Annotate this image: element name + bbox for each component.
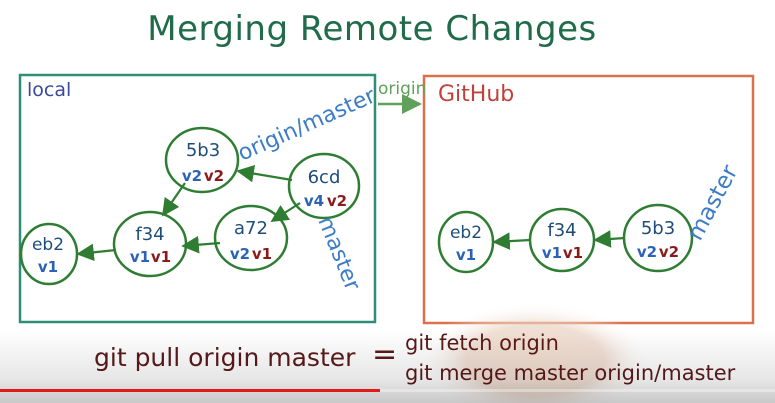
commit-version-a: v4 [304,192,324,210]
local-edge-f34-eb2 [76,243,117,262]
local-edge-a72-f34 [181,235,221,254]
command-merge: git merge master origin/master [405,361,736,385]
commit-version-b: v2 [204,167,224,185]
commit-version-b: v1 [151,248,171,266]
commit-hash: 5b3 [186,140,220,161]
commit-hash: eb2 [32,235,64,255]
commit-version-b: v1 [563,244,583,262]
local-commit-a72: a72 v2 v1 [213,204,289,272]
local-edge-5b3-f34 [162,182,186,217]
video-progress-fill [0,389,380,392]
presenter-hand [420,302,650,403]
command-pull: git pull origin master [94,343,356,372]
commit-version-a: v1 [130,248,150,266]
commit-hash: 6cd [308,167,341,188]
video-progress-bar[interactable] [0,389,775,392]
command-equals: = [372,337,397,372]
commit-version-a: v2 [182,167,202,185]
commit-version-a: v2 [230,245,250,263]
github-commit-f34: f34 v1 v1 [528,207,596,273]
local-commit-6cd: 6cd v4 v2 [287,152,361,220]
local-edge-6cd-5b3 [236,164,293,183]
commit-hash: a72 [234,218,268,239]
command-fetch: git fetch origin [405,331,559,355]
github-edge-f34-eb2 [492,232,531,250]
local-commit-5b3: 5b3 v2 v2 [164,126,240,194]
github-edge-5b3-f34 [593,230,626,248]
github-label: GitHub [438,82,514,107]
github-commit-5b3: 5b3 v2 v2 [622,203,694,273]
commit-hash: f34 [135,224,164,245]
commit-version: v1 [456,246,476,264]
commit-hash: 5b3 [641,218,675,239]
local-label: local [27,79,71,101]
commit-version: v1 [38,258,58,276]
commit-hash: eb2 [450,223,482,243]
commit-version-b: v1 [252,245,272,263]
local-branch-master: master [312,213,365,295]
local-branch-origin-master: origin/master [234,83,380,166]
commit-version-a: v2 [637,243,657,261]
github-branch-master: master [682,161,743,245]
local-box [18,73,377,324]
commit-version-a: v1 [542,244,562,262]
remote-label: origin [378,79,426,99]
commit-hash: f34 [547,220,576,241]
local-commit-eb2: eb2 v1 [19,222,79,286]
commit-version-b: v2 [659,243,679,261]
github-commit-eb2: eb2 v1 [437,210,495,274]
commit-version-b: v2 [327,192,347,210]
local-commit-f34: f34 v1 v1 [112,210,188,278]
page-title: Merging Remote Changes [147,9,596,49]
